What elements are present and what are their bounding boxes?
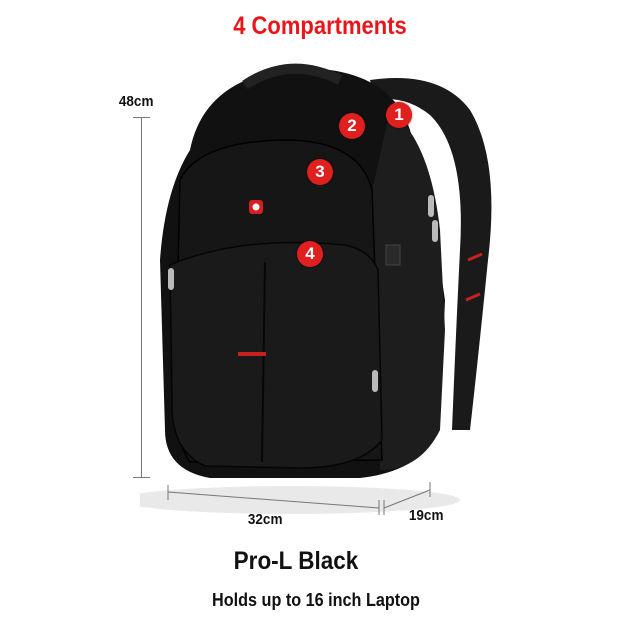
compartment-marker-1: 1 — [386, 102, 412, 128]
height-dimension-line — [141, 117, 142, 477]
backpack-image — [140, 63, 492, 515]
height-tick-top — [133, 117, 150, 118]
compartment-marker-3: 3 — [307, 159, 333, 185]
compartment-marker-2: 2 — [339, 113, 365, 139]
product-capacity: Holds up to 16 inch Laptop — [212, 590, 420, 610]
page-title: 4 Compartments — [233, 12, 407, 40]
height-tick-bottom — [133, 477, 150, 478]
product-model: Pro-L Black — [233, 547, 359, 575]
height-label: 48cm — [118, 93, 154, 110]
depth-label: 19cm — [408, 507, 444, 524]
compartment-marker-4: 4 — [297, 241, 323, 267]
width-label: 32cm — [247, 511, 283, 528]
